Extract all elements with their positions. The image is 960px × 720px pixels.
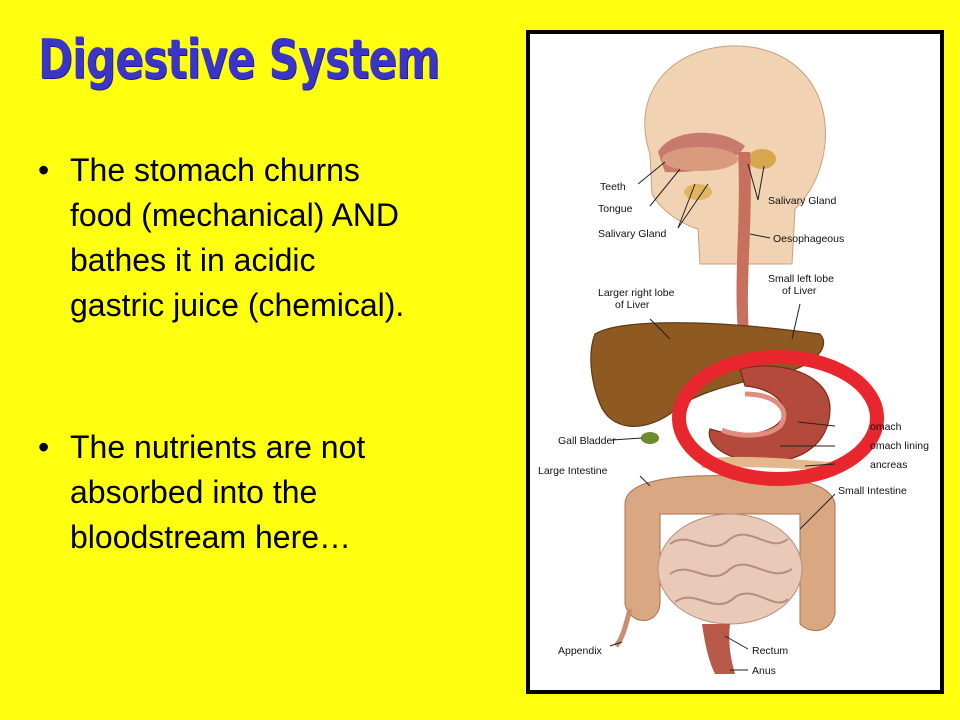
rectum-shape	[702, 624, 735, 674]
appendix-shape	[614, 608, 633, 648]
label-salivary-gland-left: Salivary Gland	[598, 228, 666, 240]
label-large-intestine: Large Intestine	[538, 465, 608, 477]
label-liver-left-line1: Small left lobe	[768, 273, 834, 285]
oesophagus-shape	[736, 152, 752, 364]
label-small-intestine: Small Intestine	[838, 485, 907, 497]
bullet-text: The nutrients are not absorbed into the …	[70, 429, 366, 555]
label-oesophageous: Oesophageous	[773, 233, 844, 245]
label-pancreas: ancreas	[870, 459, 907, 471]
label-liver-left-line2: of Liver	[782, 285, 817, 297]
bullet-list: • The stomach churns food (mechanical) A…	[38, 152, 404, 555]
bullet-marker: •	[38, 152, 50, 188]
label-anus: Anus	[752, 665, 776, 677]
large-intestine-shape	[624, 475, 836, 632]
label-appendix: Appendix	[558, 645, 603, 657]
label-stomach-lining: omach lining	[870, 440, 929, 452]
gall-bladder-shape	[641, 432, 659, 444]
label-teeth: Teeth	[600, 181, 626, 193]
tongue-shape	[662, 147, 738, 171]
bullet-text: The stomach churns food (mechanical) AND…	[70, 152, 405, 323]
slide-title: Digestive System	[38, 28, 440, 91]
bullet-marker: •	[38, 429, 50, 465]
label-rectum: Rectum	[752, 645, 788, 657]
label-tongue: Tongue	[598, 203, 633, 215]
digestive-diagram-panel: Teeth Tongue Salivary Gland Salivary Gla…	[526, 30, 944, 694]
salivary-gland-shape	[748, 149, 776, 169]
salivary-gland-lower-shape	[684, 184, 712, 200]
stomach-lining-shape	[720, 391, 787, 438]
leader-lines	[609, 161, 836, 671]
label-stomach: omach	[870, 421, 902, 433]
label-gall-bladder: Gall Bladder	[558, 435, 616, 447]
label-liver-right-line2: of Liver	[615, 299, 650, 311]
label-salivary-gland-right: Salivary Gland	[768, 195, 836, 207]
highlight-ring	[672, 350, 884, 486]
label-liver-right-line1: Larger right lobe	[598, 287, 675, 299]
digestive-system-illustration: Teeth Tongue Salivary Gland Salivary Gla…	[538, 45, 929, 677]
small-intestine-coils	[669, 533, 793, 606]
